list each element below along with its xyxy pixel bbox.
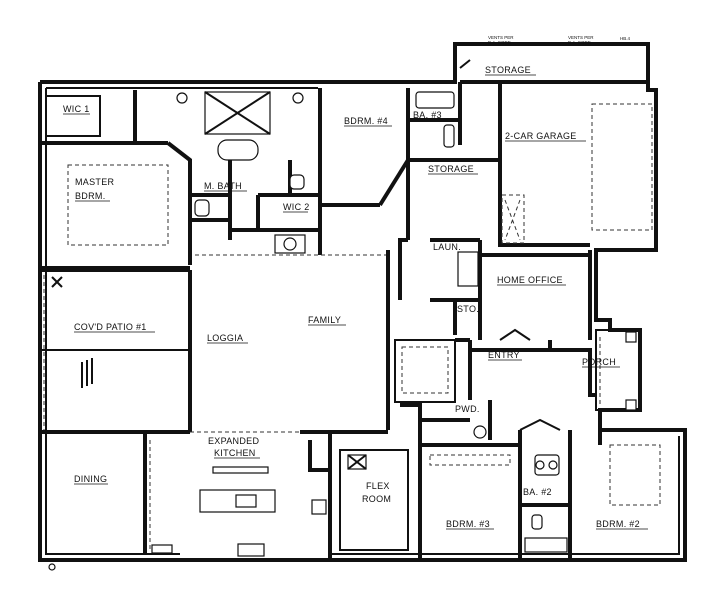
- corner-marker-icon: [51, 276, 63, 288]
- label-covd-patio: COV'D PATIO #1: [74, 322, 147, 332]
- label-storage-mid: STORAGE: [428, 164, 474, 174]
- code-notes: VENTS PER B.A. CODE VENTS PER B.A. CODE …: [488, 35, 631, 45]
- label-dining: DINING: [74, 474, 107, 484]
- label-m-bath: M. BATH: [204, 181, 242, 191]
- north-arrow-icon: [48, 563, 56, 571]
- label-bdrm2: BDRM. #2: [596, 519, 640, 529]
- laundry-office-walls: [398, 238, 592, 341]
- label-master-1: MASTER: [75, 177, 115, 187]
- note-hb: HB.4: [620, 36, 631, 41]
- label-family: FAMILY: [308, 315, 341, 325]
- label-ba3: BA. #3: [413, 110, 442, 120]
- bath3-fixtures: [415, 91, 455, 148]
- label-kitchen-2: KITCHEN: [214, 448, 256, 458]
- kitchen-dining-walls: [40, 430, 422, 560]
- note-vents-left-2: B.A. CODE: [488, 40, 511, 45]
- powder-walls: [400, 400, 492, 440]
- patio-stairs: [81, 358, 93, 388]
- porch-walls: [595, 329, 641, 411]
- living-walls: [40, 250, 596, 432]
- room-labels: WIC 1 MASTER BDRM. M. BATH WIC 2 BDRM. #…: [63, 65, 640, 529]
- label-pwd: PWD.: [455, 404, 480, 414]
- label-underlines: [63, 74, 648, 530]
- exterior-walls: [38, 42, 687, 562]
- label-kitchen-1: EXPANDED: [208, 436, 259, 446]
- bedroom-walls: [420, 418, 661, 560]
- label-laun: LAUN.: [433, 242, 461, 252]
- label-flex-2: ROOM: [362, 494, 391, 504]
- label-storage-top: STORAGE: [485, 65, 531, 75]
- label-ba2: BA. #2: [523, 487, 552, 497]
- label-flex-1: FLEX: [366, 481, 390, 491]
- label-master-2: BDRM.: [75, 191, 106, 201]
- label-bdrm3: BDRM. #3: [446, 519, 490, 529]
- garage-walls: [410, 59, 653, 247]
- note-vents-right-2: B.A. CODE: [568, 40, 591, 45]
- master-bath-fixtures: [176, 91, 306, 254]
- label-garage: 2-CAR GARAGE: [505, 131, 577, 141]
- label-bdrm4: BDRM. #4: [344, 116, 388, 126]
- label-loggia: LOGGIA: [207, 333, 243, 343]
- note-vents-right: VENTS PER: [568, 35, 594, 40]
- label-wic2: WIC 2: [283, 202, 310, 212]
- label-sto: STO.: [457, 304, 479, 314]
- label-entry: ENTRY: [488, 350, 520, 360]
- note-vents-left: VENTS PER: [488, 35, 514, 40]
- label-wic1: WIC 1: [63, 104, 90, 114]
- label-home-office: HOME OFFICE: [497, 275, 563, 285]
- label-porch: PORCH: [582, 357, 616, 367]
